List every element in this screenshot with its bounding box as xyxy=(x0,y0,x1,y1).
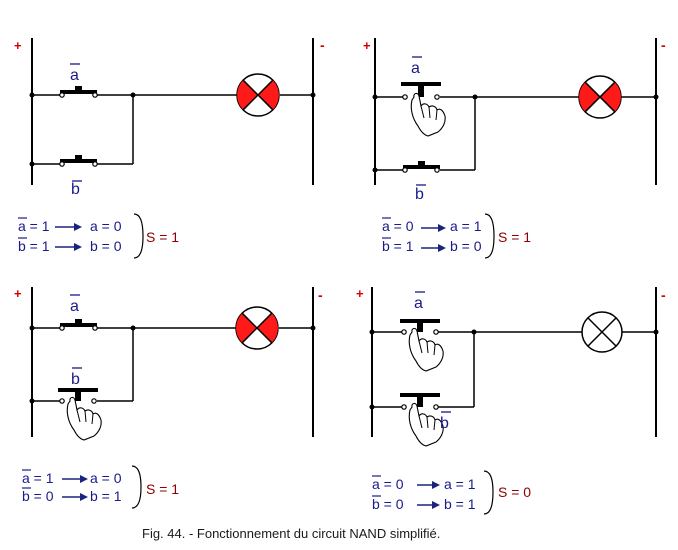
input-b-value: b = 1 xyxy=(18,238,50,254)
switch-b xyxy=(58,388,98,404)
result-s: S = 1 xyxy=(498,229,531,245)
input-a-value: a = 1 xyxy=(18,218,50,234)
hand-b-icon xyxy=(408,402,444,447)
label-a-bar: a xyxy=(411,60,420,77)
switch-b xyxy=(59,155,98,167)
result-s: S = 1 xyxy=(146,229,179,245)
output-b-value: b = 0 xyxy=(450,238,482,254)
input-a-value: a = 0 xyxy=(382,218,414,234)
minus-sign: - xyxy=(318,287,323,303)
input-a-value: a = 1 xyxy=(22,470,54,486)
plus-sign: + xyxy=(363,38,371,53)
input-b-value: b = 0 xyxy=(372,496,404,512)
input-b-value: b = 1 xyxy=(382,238,414,254)
panel-3: + - a b xyxy=(14,286,323,509)
label-a-bar: a xyxy=(70,67,79,84)
figure-caption: Fig. 44. - Fonctionnement du circuit NAN… xyxy=(142,526,440,541)
result-s: S = 1 xyxy=(146,481,179,497)
plus-sign: + xyxy=(14,286,22,301)
plus-sign: + xyxy=(356,286,364,301)
switch-a xyxy=(401,82,441,100)
truth-lines: a = 1 a = 0 b = 1 b = 0 S = 1 xyxy=(18,213,179,259)
lamp-off-icon xyxy=(581,311,623,353)
panel-2: + - a b xyxy=(363,37,666,259)
input-a-value: a = 0 xyxy=(372,476,404,492)
lamp-on-icon xyxy=(578,75,622,119)
label-b-bar: b xyxy=(71,371,80,388)
truth-lines: a = 0 a = 1 b = 1 b = 0 S = 1 xyxy=(382,213,531,259)
truth-lines: a = 0 a = 1 b = 0 b = 1 S = 0 xyxy=(372,470,531,515)
switch-a xyxy=(400,319,440,335)
label-a-bar: a xyxy=(414,295,423,312)
switch-b xyxy=(402,161,440,173)
panel-1: + - a b xyxy=(14,37,325,259)
result-s: S = 0 xyxy=(498,484,531,500)
switch-b xyxy=(400,393,440,410)
output-b-value: b = 1 xyxy=(90,488,122,504)
output-a-value: a = 0 xyxy=(90,218,122,234)
minus-sign: - xyxy=(661,287,666,303)
panel-4: + - a b xyxy=(356,286,666,515)
plus-sign: + xyxy=(14,38,22,53)
lamp-on-icon xyxy=(235,306,279,350)
truth-lines: a = 1 a = 0 b = 0 b = 1 S = 1 xyxy=(22,465,179,509)
label-b-bar: b xyxy=(71,181,80,198)
hand-a-icon xyxy=(408,327,444,372)
hand-a-icon xyxy=(410,92,446,137)
output-a-value: a = 0 xyxy=(90,470,122,486)
output-b-value: b = 1 xyxy=(444,496,476,512)
label-b-bar: b xyxy=(415,186,424,203)
label-a-bar: a xyxy=(70,298,79,315)
output-b-value: b = 0 xyxy=(90,238,122,254)
switch-a xyxy=(59,86,98,98)
minus-sign: - xyxy=(320,37,325,53)
output-a-value: a = 1 xyxy=(450,218,482,234)
switch-a xyxy=(59,319,98,331)
lamp-on-icon xyxy=(236,73,280,117)
minus-sign: - xyxy=(661,37,666,53)
hand-b-icon xyxy=(66,396,102,441)
label-b-bar: b xyxy=(440,415,449,432)
input-b-value: b = 0 xyxy=(22,488,54,504)
output-a-value: a = 1 xyxy=(444,476,476,492)
